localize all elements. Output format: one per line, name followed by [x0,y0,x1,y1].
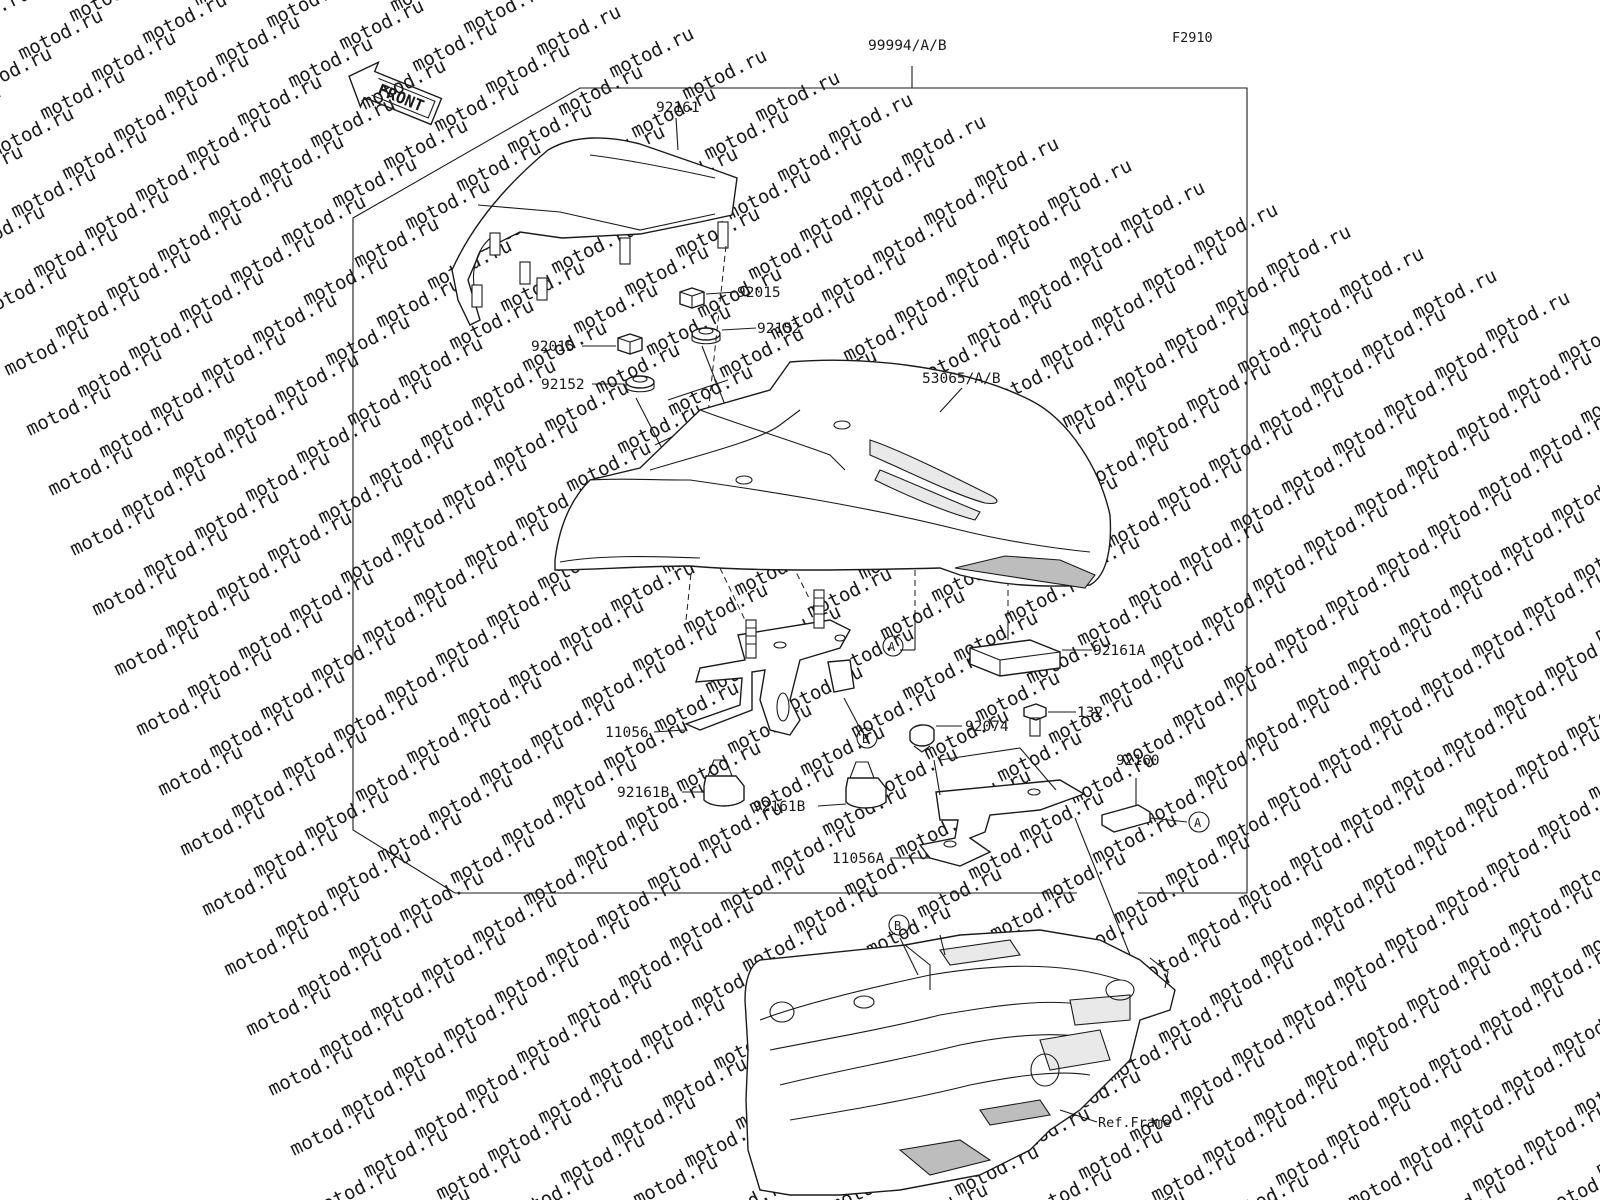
watermark-text: motod.ru [0,81,4,141]
watermark-text: motod.ru [1418,1175,1510,1200]
watermark-text: motod.ru [0,201,48,261]
watermark-text: motod.ru [221,921,313,981]
watermark-text: motod.ru [23,381,115,441]
damper-left [703,759,745,807]
callout-a-right: A [1188,811,1210,833]
seat-cowl [554,359,1112,589]
figure-code: F2910 [1172,30,1213,46]
watermark-text: motod.ru [1542,1159,1600,1200]
bracket-a [918,747,1086,867]
watermark-text: motod.ru [155,741,247,801]
label-pad-a: 92161A [1093,643,1146,659]
watermark-text: motod.ru [1024,1163,1116,1200]
watermark-text: motod.ru [177,801,269,861]
label-pad: 92160 [1116,753,1160,769]
watermark-text: motod.ru [0,0,33,42]
watermark-text: motod.ru [133,681,225,741]
watermark-text: motod.ru [287,1101,379,1161]
watermark-text: motod.ru [89,561,181,621]
watermark-text: motod.ru [1345,1153,1437,1200]
svg-text:B: B [862,732,869,746]
watermark-text: motod.ru [1221,1169,1313,1200]
watermark-text: motod.ru [0,141,26,201]
label-clip: 92074 [965,719,1009,735]
watermark-text: motod.ru [45,441,137,501]
washer-upper-right [691,327,721,345]
bolt [1023,703,1047,737]
watermark-text: motod.ru [1148,1147,1240,1200]
tail-cowl [451,137,738,326]
label-washer-left: 92152 [541,377,585,393]
label-nut-left: 92015 [531,339,575,355]
callout-a-upper: A [882,635,904,657]
label-bracket: 11056 [605,725,649,741]
label-bolt: 132 [1077,705,1103,721]
watermark-text: motod.ru [0,43,55,103]
watermark-text: motod.ru [506,1167,598,1200]
callout-b-upper: B [856,727,878,749]
label-ref-frame: Ref.Frame [1098,1115,1171,1131]
watermark-text: motod.ru [111,621,203,681]
pad-a [969,639,1061,677]
washer-left [625,375,655,393]
watermark-text: motod.ru [309,1161,401,1200]
watermark-text: motod.ru [265,1041,357,1101]
callout-b-lower: B [888,914,910,936]
label-seat-cowl: 53065/A/B [922,371,1001,387]
label-damper-left: 92161B [617,785,670,801]
svg-text:A: A [888,640,896,654]
pad [1101,804,1151,833]
kit-label: 99994/A/B [868,38,947,54]
label-tail-cowl: 92161 [656,100,700,116]
watermark-text: motod.ru [1097,1185,1189,1200]
nut-upper-right [679,287,705,309]
bracket [684,589,855,736]
watermark-text: motod.ru [630,1151,722,1200]
watermark-text: motod.ru [67,501,159,561]
kit-boundary [352,66,1248,894]
nut-left [617,333,643,355]
frame [744,929,1176,1196]
watermark-text: motod.ru [199,861,291,921]
clip [909,724,935,753]
watermark-text: motod.ru [243,981,335,1041]
label-nut-upper-right: 92015 [737,285,781,301]
svg-text:B: B [894,919,901,933]
label-washer-upper-right: 92152 [757,321,801,337]
label-damper-right: 92161B [753,799,806,815]
watermark-text: motod.ru [382,1183,474,1200]
svg-text:A: A [1194,816,1202,830]
label-bracket-a: 11056A [832,851,885,867]
watermark-text: motod.ru [1,321,93,381]
damper-right [845,761,887,809]
